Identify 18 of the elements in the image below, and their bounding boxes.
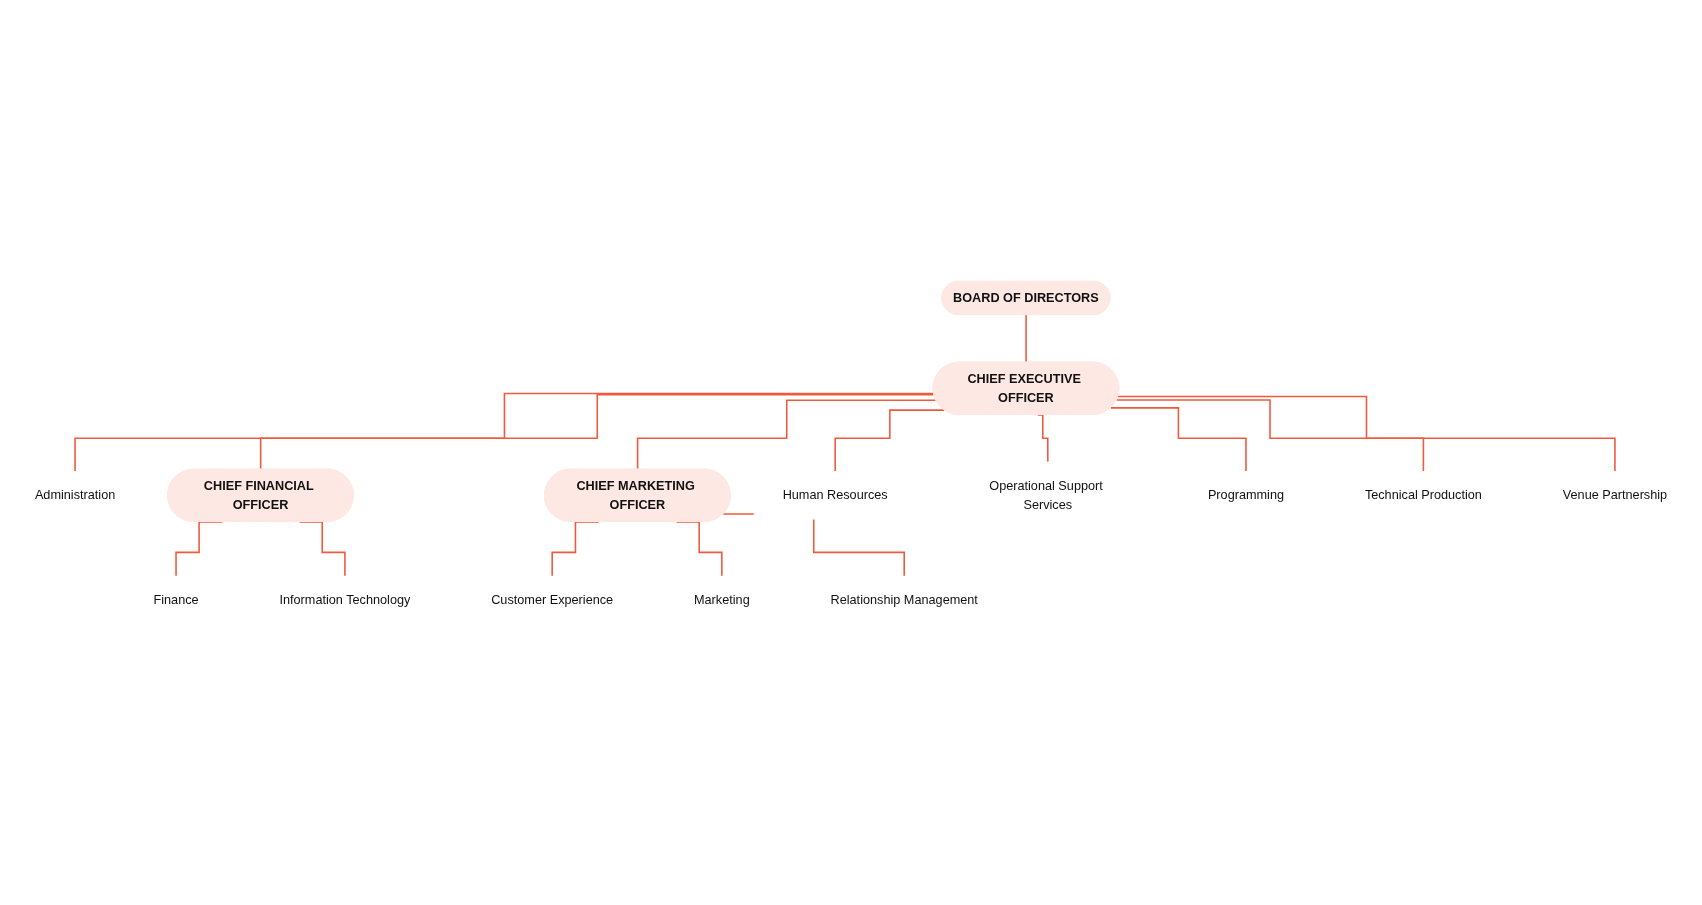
node-text: Administration [34,488,116,502]
node-text: Programming [1207,488,1285,502]
connector [259,393,935,471]
node-text: Information Technology [279,592,411,607]
node-text: Finance [153,592,199,607]
node-text: Venue Partnership [1562,488,1668,502]
connector [834,409,946,473]
connector [74,392,935,473]
node-text: Operational Support Services [989,478,1103,512]
node-text: Customer Experience [491,592,614,607]
node-text: Relationship Management [830,592,978,607]
connector [1025,314,1028,364]
node-text: Marketing [694,592,750,607]
connector [1117,395,1616,473]
connector [1115,399,1425,473]
connector [636,399,937,471]
connector [1110,407,1247,473]
node-text: Technical Production [1364,488,1482,502]
